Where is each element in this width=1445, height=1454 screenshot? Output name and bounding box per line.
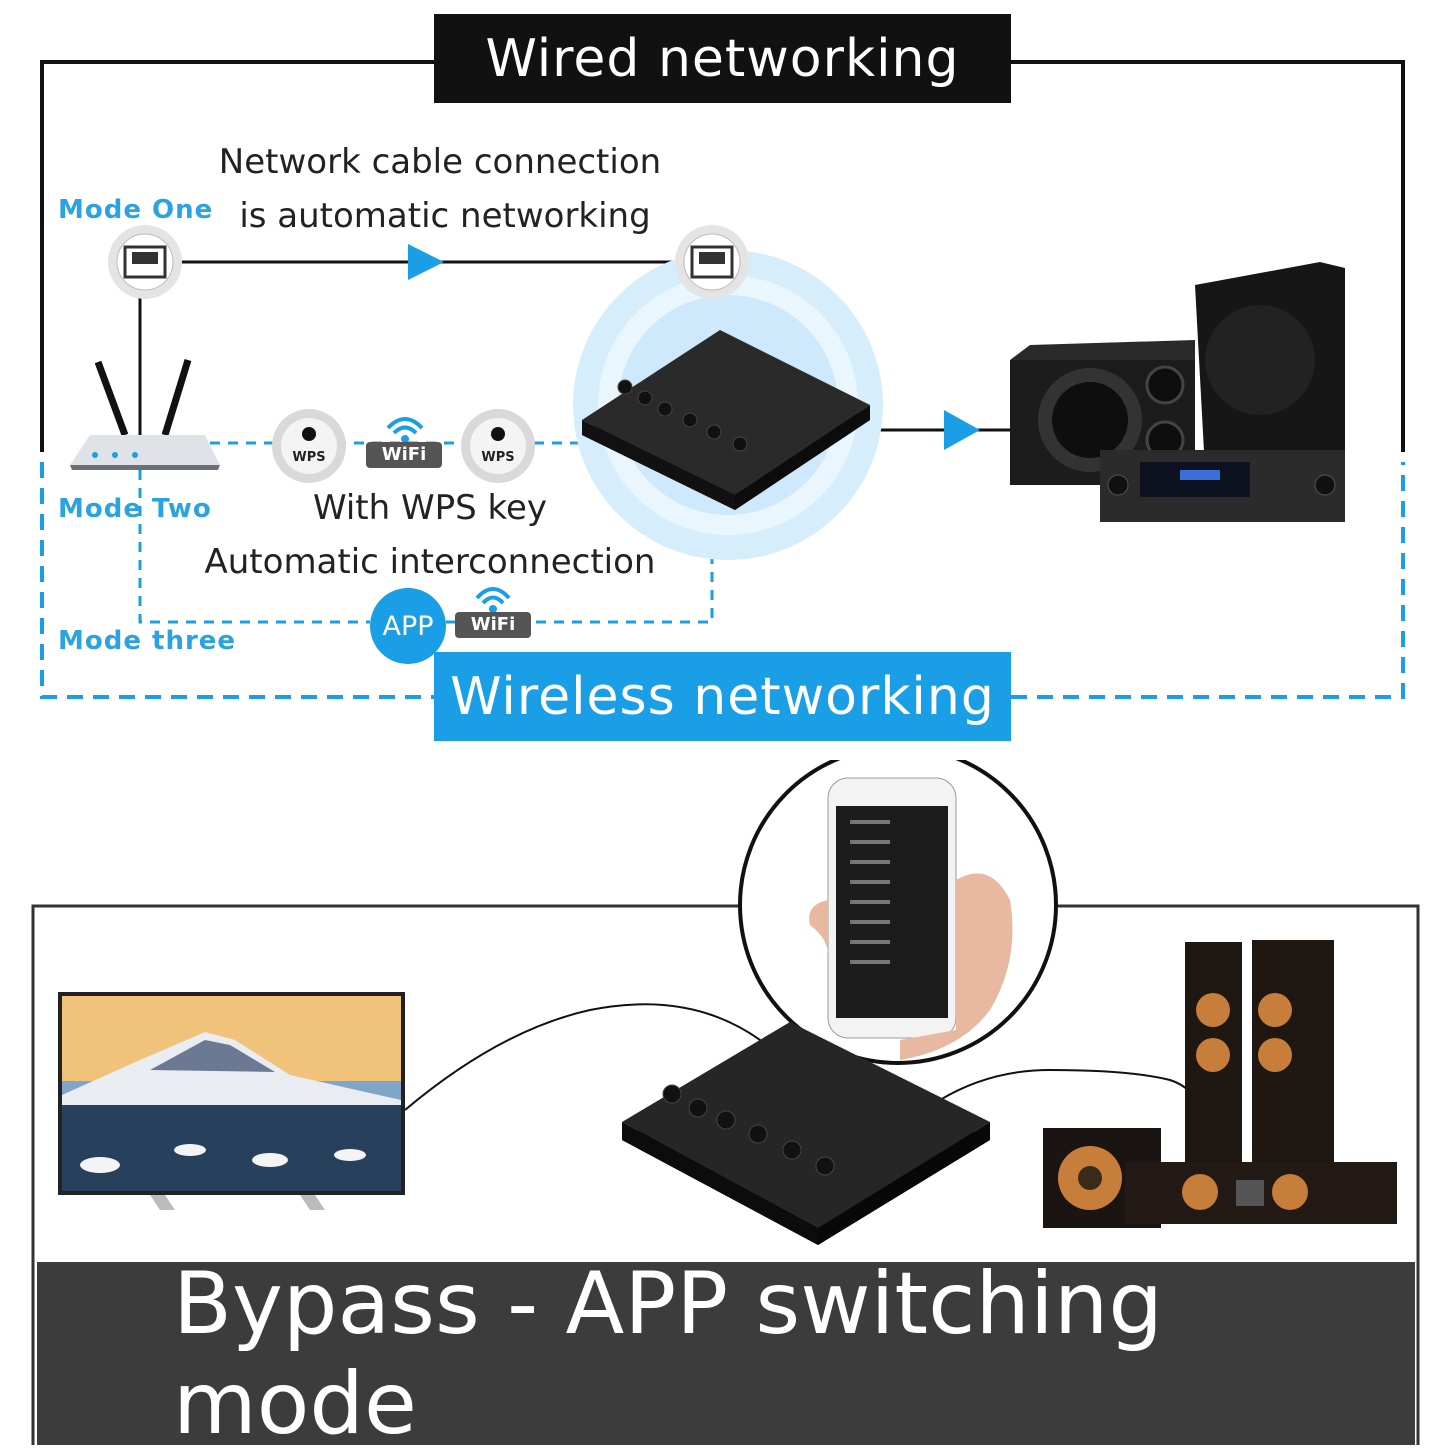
cable-text-line2: is automatic networking	[239, 196, 651, 236]
ethernet-port-icon	[108, 225, 182, 299]
wifi-badge-label: WiFi	[381, 444, 427, 465]
audio-receiver-device	[582, 330, 870, 510]
wifi-badge-label: WiFi	[470, 614, 516, 635]
app-badge: APP	[370, 588, 446, 664]
network-diagram	[40, 60, 1405, 699]
mode-one-label: Mode One	[58, 195, 214, 225]
bypass-mode-banner: Bypass - APP switching mode	[37, 1254, 1415, 1454]
bypass-diagram	[31, 760, 1420, 1445]
ethernet-port-icon	[675, 225, 749, 299]
audio-receiver-device	[622, 1022, 990, 1245]
wifi-icon	[455, 587, 531, 638]
wifi-icon	[366, 417, 442, 468]
television-image	[58, 992, 405, 1210]
cable-text-line1: Network cable connection	[218, 142, 662, 182]
home-theater-speakers-image	[1043, 940, 1397, 1228]
mode-two-label: Mode Two	[58, 494, 212, 524]
wps-text-line2: Automatic interconnection	[204, 542, 656, 582]
smartphone-app-image	[738, 760, 1058, 1065]
mode-three-label: Mode three	[58, 626, 237, 656]
wired-networking-title: Wired networking	[434, 14, 1011, 103]
speaker-system-image	[1010, 262, 1345, 522]
wps-button-label: WPS	[481, 450, 515, 465]
wps-button-label: WPS	[292, 450, 326, 465]
wps-button-icon	[272, 409, 346, 483]
wps-button-icon	[461, 409, 535, 483]
router-image	[70, 358, 220, 470]
wps-text-line1: With WPS key	[312, 488, 548, 528]
wireless-networking-title: Wireless networking	[434, 652, 1011, 741]
